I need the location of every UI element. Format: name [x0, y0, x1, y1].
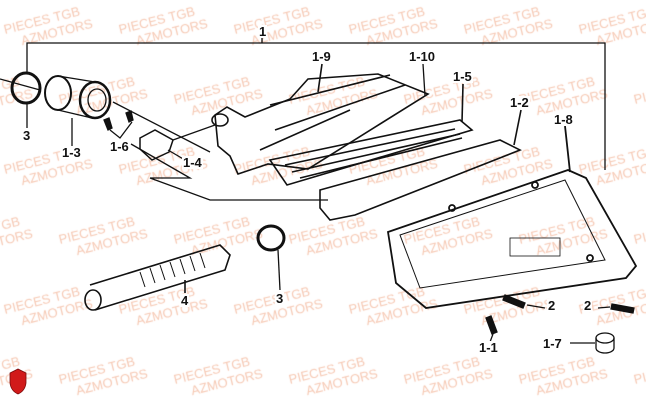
part-1-9-upper-cover — [211, 63, 430, 175]
label-3-bottom: 3 — [275, 291, 285, 306]
label-1-4: 1-4 — [182, 155, 203, 170]
part-1-2-middle-shell — [319, 109, 522, 221]
label-1: 1 — [258, 24, 268, 39]
label-3-top: 3 — [22, 128, 32, 143]
part-1-3-sleeve — [44, 75, 112, 146]
label-1-5: 1-5 — [452, 69, 473, 84]
part-1-6-screws — [103, 110, 134, 139]
clamp-3-bottom — [256, 224, 286, 291]
screws-2 — [502, 294, 635, 314]
label-2-a: 2 — [547, 298, 557, 313]
label-1-1: 1-1 — [478, 340, 499, 355]
label-1-10: 1-10 — [408, 49, 437, 64]
assembly-bracket — [26, 38, 606, 170]
clamp-3-top — [0, 71, 42, 128]
part-1-7-drain-plug — [570, 332, 615, 354]
part-1-8-lower-case — [386, 125, 638, 309]
part-4-intake-tube — [84, 244, 231, 311]
label-1-8: 1-8 — [553, 112, 574, 127]
label-2-b: 2 — [583, 298, 593, 313]
label-1-6: 1-6 — [109, 139, 130, 154]
label-4: 4 — [180, 293, 190, 308]
label-1-3: 1-3 — [61, 145, 82, 160]
label-1-2: 1-2 — [509, 95, 530, 110]
label-1-7: 1-7 — [542, 336, 563, 351]
part-1-1-screw — [485, 315, 498, 343]
label-1-9: 1-9 — [311, 49, 332, 64]
part-1-5-filter-element — [268, 83, 474, 186]
